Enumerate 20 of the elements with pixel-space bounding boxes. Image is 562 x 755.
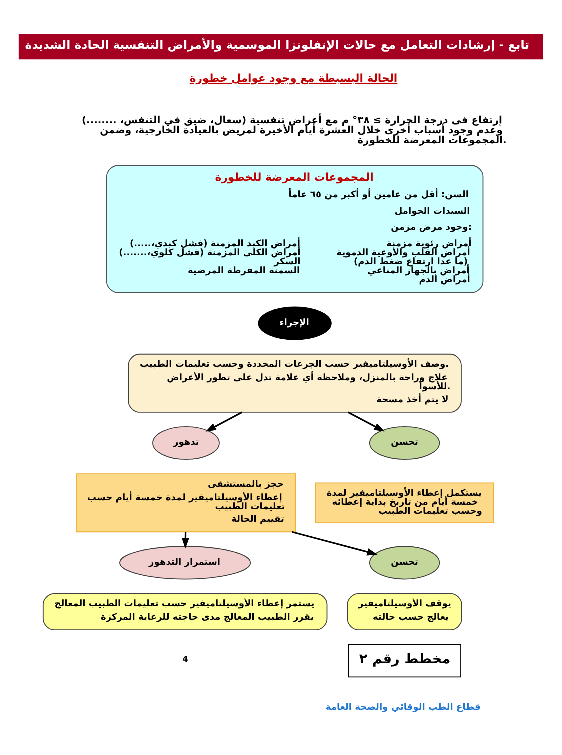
arrow — [348, 412, 385, 432]
label: الحالة البسيطة مع وجود عوامل خطورة — [190, 72, 398, 85]
label: قطاع الطب الوقائي والصحة العامة — [326, 702, 481, 713]
label: إرتفاع فى درجة الحرارة ≥ ٣٨° م مع أعراض تنفسية (سعال، ضيق في التنفس، ........) وعدم وجود أسباب أخرى خلال العشرة أيام الأخيرة لمريض بالعيادة الخارجية، وضمن المجموعات المعرضة للخطورة. — [82, 115, 507, 146]
node-box: يوقف الأوسيلتاميفير يعالج حسب حالته — [347, 593, 462, 631]
node-box: المجموعات المعرضة للخطورة السن: أقل من عامين أو أكبر من ٦٥ عاماً السيدات الحوامل وجود مرض مزمن: أمراض الكبد المزمنة (فشل كبدي،.....) أمراض الكلى المزمنة (فشل كلوي،.......) السكر السمنة المفرطة المرضية أمراض رئوية مزمنة أمراض القلب والأوعية الدموية (ما عدا ارتفاع ضغط الدم) أمراض بالجهاز المناعي أمراض الدم — [106, 165, 484, 294]
node-ellipse: تدهور — [152, 426, 220, 460]
node-ellipse: استمرار التدهور — [120, 546, 252, 580]
node-box: مخطط رقم ٢ — [348, 644, 462, 678]
node-box: وصف الأوسيلتاميفير حسب الجرعات المحددة وحسب تعليمات الطبيب. علاج وراحة بالمنزل، وملاحظة أي علامة تدل على تطور الأعراض للأسوأ. لا يتم أخذ مسحة — [128, 354, 462, 413]
arrow — [292, 531, 378, 556]
node-box: يستمر إعطاء الأوسيلتاميفير حسب تعليمات الطبيب المعالج يقرر الطبيب المعالج مدى حاجته للرعاية المركزة — [42, 593, 328, 631]
node-ellipse: تحسن — [369, 426, 440, 460]
node-box: حجز بالمستشفى إعطاء الأوسيلتاميفير لمدة خمسة أيام حسب تعليمات الطبيب تقييم الحالة — [76, 474, 296, 533]
diagram-title: تابع - إرشادات التعامل مع حالات الإنفلونزا الموسمية والأمراض التنفسية الحادة الشديدة — [25, 38, 530, 52]
arrow — [206, 412, 243, 432]
label: 4 — [182, 654, 188, 664]
node-ellipse: تحسن — [369, 546, 440, 580]
node-ellipse: الإجراء — [258, 306, 332, 340]
node-box: يستكمل إعطاء الأوسيلتاميفير لمدة خمسة أيام من تاريخ بداية إعطائه وحسب تعليمات الطبيب — [315, 482, 494, 524]
